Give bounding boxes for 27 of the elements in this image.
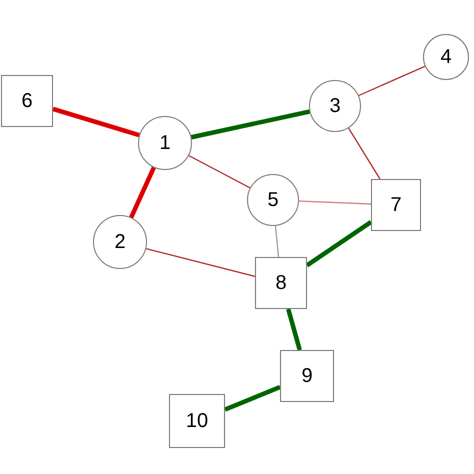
node-number: 3 bbox=[329, 96, 341, 116]
connector-line bbox=[286, 308, 302, 351]
connector-line bbox=[348, 128, 380, 180]
node-number: 2 bbox=[114, 232, 126, 252]
connector-line bbox=[146, 248, 256, 277]
connector-line bbox=[190, 109, 310, 140]
square-node bbox=[1, 75, 53, 127]
connector-line bbox=[274, 226, 280, 258]
node-number: 5 bbox=[267, 190, 279, 210]
connector-line bbox=[306, 220, 372, 268]
connector-line bbox=[298, 200, 372, 205]
square-node bbox=[371, 179, 421, 231]
square-node bbox=[280, 350, 334, 402]
square-node bbox=[255, 257, 307, 309]
square-node bbox=[169, 394, 225, 448]
node-number: 1 bbox=[159, 133, 171, 153]
node-number: 7 bbox=[390, 195, 402, 215]
connector-line bbox=[52, 106, 140, 138]
connector-line bbox=[188, 155, 250, 188]
connector-line bbox=[358, 66, 426, 96]
node-number: 6 bbox=[21, 91, 33, 111]
node-number: 10 bbox=[186, 411, 208, 431]
connector-line bbox=[224, 384, 281, 412]
node-number: 4 bbox=[440, 47, 452, 67]
node-number: 9 bbox=[301, 366, 313, 386]
connector-line bbox=[129, 166, 156, 218]
node-number: 8 bbox=[275, 273, 287, 293]
